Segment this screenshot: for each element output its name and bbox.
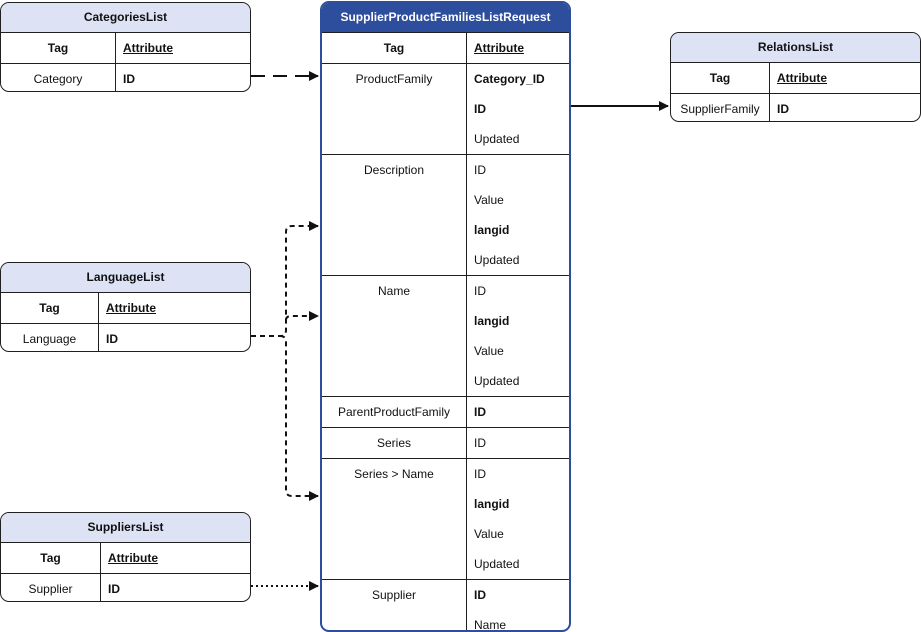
row-attribute: Name [474, 618, 507, 632]
row-tag: Supplier [322, 580, 467, 630]
col-attribute-header: Attribute [108, 551, 158, 565]
row-attribute: Updated [474, 374, 520, 388]
row-attribute: ID [777, 102, 789, 116]
language-list-table: LanguageList Tag Attribute Language ID [0, 262, 251, 352]
table-row: ParentProductFamily ID [322, 397, 569, 428]
table-row: Supplier ID Name [322, 580, 569, 632]
col-attribute-header: Attribute [106, 301, 156, 315]
row-tag: Name [322, 276, 467, 396]
table-header-row: Tag Attribute [1, 543, 250, 574]
row-tag-label: ParentProductFamily [337, 405, 451, 419]
row-tag: ParentProductFamily [322, 397, 467, 427]
row-attributes: Category_ID ID Updated [467, 64, 545, 154]
row-attribute: Value [474, 193, 504, 207]
table-header-row: Tag Attribute [322, 33, 569, 64]
row-attribute: ID [474, 284, 486, 298]
col-attribute-header: Attribute [474, 41, 524, 55]
row-attribute: ID [106, 332, 118, 346]
row-attributes: ID [467, 397, 486, 427]
row-tag: Description [322, 155, 467, 275]
row-tag: Series [322, 428, 467, 458]
row-attribute: ID [474, 588, 486, 602]
row-attribute: Updated [474, 132, 520, 146]
col-attribute-header: Attribute [777, 71, 827, 85]
table-row: Category ID [1, 64, 250, 91]
connector-language-name [285, 311, 319, 321]
table-row: SupplierFamily ID [671, 94, 920, 121]
row-tag-label: Series > Name [354, 467, 434, 481]
row-tag: Language [1, 324, 99, 351]
row-attribute: Updated [474, 253, 520, 267]
col-tag-header: Tag [322, 33, 467, 63]
col-tag-header: Tag [1, 293, 99, 323]
table-header-row: Tag Attribute [1, 33, 250, 64]
table-header-row: Tag Attribute [1, 293, 250, 324]
row-attribute: Value [474, 527, 504, 541]
row-tag-label: Name [377, 284, 410, 298]
row-attributes: ID [467, 428, 486, 458]
row-tag: Category [1, 64, 116, 91]
row-tag-label: Description [363, 163, 425, 177]
table-row: Series ID [322, 428, 569, 459]
row-attribute: ID [123, 72, 135, 86]
col-tag-header: Tag [1, 33, 116, 63]
col-tag-header: Tag [1, 543, 101, 573]
row-tag: SupplierFamily [671, 94, 770, 121]
row-attribute: ID [474, 405, 486, 419]
row-attribute: ID [474, 467, 486, 481]
supplier-product-families-table: SupplierProductFamiliesListRequest Tag A… [320, 1, 571, 632]
connector-language-series-name [279, 335, 319, 501]
table-title: CategoriesList [1, 3, 250, 33]
table-title: RelationsList [671, 33, 920, 63]
row-tag-label: Supplier [371, 588, 417, 602]
relations-list-table: RelationsList Tag Attribute SupplierFami… [670, 32, 921, 122]
table-row: Supplier ID [1, 574, 250, 601]
row-tag: ProductFamily [322, 64, 467, 154]
connector-language-description [251, 221, 319, 337]
suppliers-list-table: SuppliersList Tag Attribute Supplier ID [0, 512, 251, 602]
table-row: ProductFamily Category_ID ID Updated [322, 64, 569, 155]
row-attribute: langid [474, 497, 510, 511]
row-attribute: langid [474, 314, 510, 328]
table-header-row: Tag Attribute [671, 63, 920, 94]
col-tag-header: Tag [671, 63, 770, 93]
row-tag-label: ProductFamily [355, 72, 433, 86]
row-attribute: ID [474, 436, 486, 450]
row-attributes: ID Name [467, 580, 507, 632]
col-attribute-header: Attribute [123, 41, 173, 55]
categories-list-table: CategoriesList Tag Attribute Category ID [0, 2, 251, 92]
row-attribute: ID [108, 582, 120, 596]
table-row: Language ID [1, 324, 250, 351]
row-attribute: Category_ID [474, 72, 545, 86]
table-title: LanguageList [1, 263, 250, 293]
row-tag: Series > Name [322, 459, 467, 579]
table-title: SuppliersList [1, 513, 250, 543]
row-attribute: ID [474, 163, 486, 177]
row-tag-label: Series [376, 436, 411, 450]
table-title: SupplierProductFamiliesListRequest [322, 3, 569, 33]
row-attribute: ID [474, 102, 486, 116]
row-attribute: Updated [474, 557, 520, 571]
row-tag: Supplier [1, 574, 101, 601]
row-attribute: Value [474, 344, 504, 358]
row-attribute: langid [474, 223, 510, 237]
